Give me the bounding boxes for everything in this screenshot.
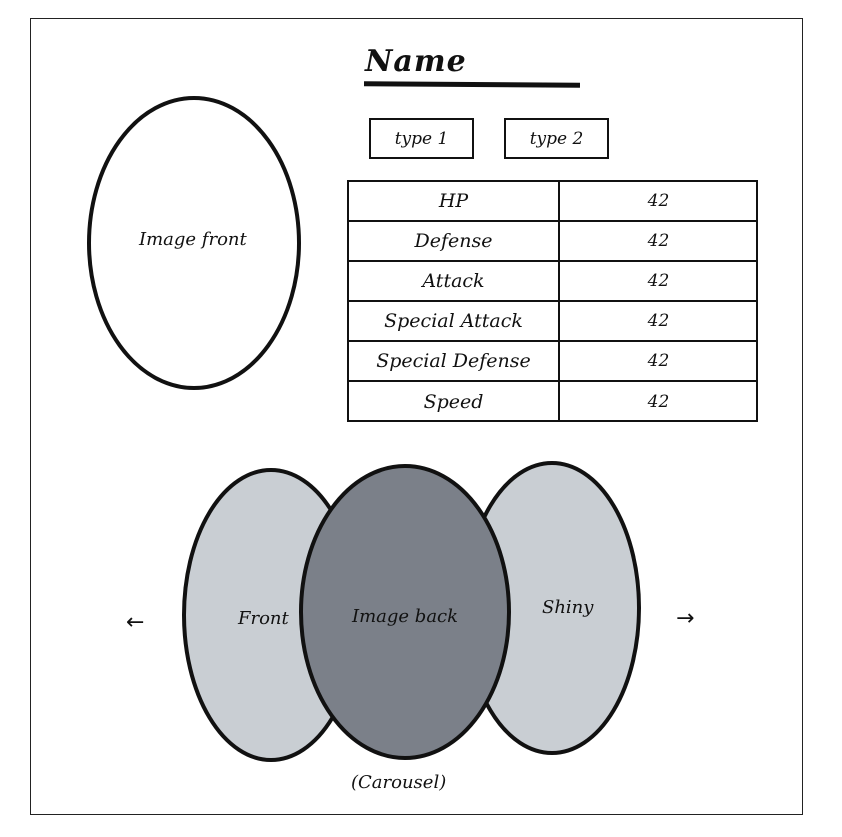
stat-row-speed: Speed 42 <box>349 382 756 422</box>
stat-row-special-attack: Special Attack 42 <box>349 302 756 342</box>
image-front-oval <box>87 96 301 390</box>
stat-value: 42 <box>647 191 670 211</box>
stat-value: 42 <box>647 271 670 291</box>
carousel-front-label: Front <box>238 608 289 629</box>
stat-value: 42 <box>647 231 670 251</box>
carousel-center-oval[interactable] <box>299 464 511 760</box>
carousel-image-back-label: Image back <box>352 606 459 627</box>
stat-value: 42 <box>647 392 670 412</box>
stat-name: Defense <box>414 230 493 252</box>
page-frame <box>30 18 803 815</box>
pokemon-name: Name <box>365 44 467 79</box>
stats-table: HP 42 Defense 42 Attack 42 Special Attac… <box>347 180 758 422</box>
stat-row-hp: HP 42 <box>349 182 756 222</box>
carousel-caption: (Carousel) <box>351 772 447 793</box>
stat-value: 42 <box>647 311 670 331</box>
stat-name: Speed <box>423 391 484 413</box>
stat-name: HP <box>438 190 469 212</box>
stat-row-defense: Defense 42 <box>349 222 756 262</box>
stat-name: Special Attack <box>384 310 523 332</box>
stat-name: Attack <box>422 270 485 292</box>
type-badge-1: type 1 <box>369 118 474 159</box>
image-front-label: Image front <box>139 229 247 250</box>
stat-row-special-defense: Special Defense 42 <box>349 342 756 382</box>
type-badge-2: type 2 <box>504 118 609 159</box>
stat-row-attack: Attack 42 <box>349 262 756 302</box>
stat-value: 42 <box>647 351 670 371</box>
carousel-prev-arrow[interactable]: ← <box>126 610 145 635</box>
carousel-next-arrow[interactable]: → <box>676 606 695 631</box>
carousel-shiny-label: Shiny <box>542 597 594 618</box>
stat-name: Special Defense <box>376 350 531 372</box>
